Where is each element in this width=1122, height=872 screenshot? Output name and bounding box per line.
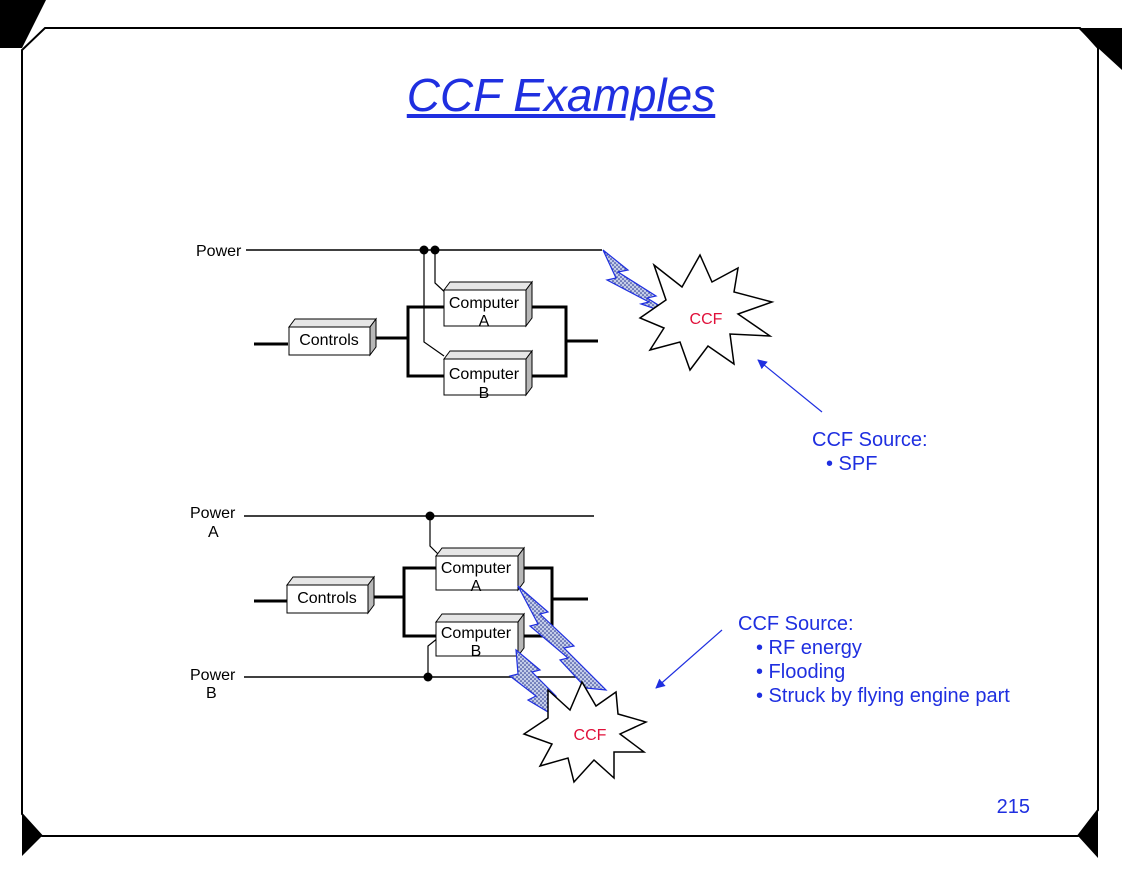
- bottom-ccf-label: CCF: [574, 727, 607, 744]
- bottom-power-a-line1: Power: [190, 505, 236, 522]
- top-computer-a-line2: A: [479, 313, 490, 330]
- bottom-source-item: • RF energy: [756, 637, 862, 659]
- page-number: 215: [996, 796, 1030, 818]
- top-feed-b: [423, 250, 445, 357]
- bottom-split: [402, 566, 436, 638]
- bottom-diagram: Power A Power B Controls Computer A: [190, 505, 723, 784]
- corner-br: [1078, 810, 1098, 858]
- corner-tr: [1078, 28, 1122, 70]
- bottom-ccf-burst: [522, 680, 649, 784]
- bottom-source-arrow: [655, 629, 723, 689]
- top-merge: [530, 305, 568, 378]
- top-diagram: Power Controls Computer A: [196, 243, 823, 413]
- bottom-controls-box: Controls: [286, 575, 375, 615]
- bottom-computer-b-line2: B: [471, 643, 482, 660]
- bottom-lightning-a: [517, 585, 608, 691]
- top-ccf-burst: [638, 253, 775, 372]
- corner-tl: [0, 0, 46, 48]
- corner-bl: [22, 814, 42, 856]
- top-computer-b-line1: Computer: [449, 366, 520, 383]
- top-computer-a-line1: Computer: [449, 295, 520, 312]
- top-source-arrow: [757, 359, 823, 413]
- top-source-item: • SPF: [826, 453, 878, 475]
- bottom-computer-b-box: Computer B: [435, 612, 525, 660]
- bottom-power-b-line2: B: [206, 685, 217, 702]
- top-computer-b-line2: B: [479, 385, 490, 402]
- bottom-source-title: CCF Source:: [738, 613, 854, 635]
- bottom-power-b-line1: Power: [190, 667, 236, 684]
- slide-title: CCF Examples: [406, 69, 716, 121]
- bottom-computer-a-line1: Computer: [441, 560, 512, 577]
- top-controls-label: Controls: [299, 332, 359, 349]
- bottom-power-a-line2: A: [208, 524, 219, 541]
- top-ccf-source-note: CCF Source: • SPF: [812, 428, 928, 476]
- top-computer-a-box: Computer A: [443, 280, 533, 330]
- top-power-label: Power: [196, 243, 242, 260]
- bottom-ccf-source-note: CCF Source: • RF energy • Flooding • Str…: [738, 612, 1010, 708]
- bottom-feed-a: [429, 516, 441, 557]
- bottom-computer-a-box: Computer A: [435, 546, 525, 595]
- top-computer-b-box: Computer B: [443, 349, 533, 402]
- bottom-source-item: • Struck by flying engine part: [756, 685, 1010, 707]
- top-split: [406, 305, 444, 378]
- top-controls-box: Controls: [288, 317, 377, 357]
- bottom-feed-b: [427, 637, 439, 677]
- top-source-title: CCF Source:: [812, 429, 928, 451]
- bottom-merge: [524, 566, 554, 638]
- bottom-computer-b-line1: Computer: [441, 625, 512, 642]
- bottom-source-item: • Flooding: [756, 661, 846, 683]
- top-ccf-label: CCF: [690, 311, 723, 328]
- bottom-computer-a-line2: A: [471, 578, 482, 595]
- bottom-controls-label: Controls: [297, 590, 357, 607]
